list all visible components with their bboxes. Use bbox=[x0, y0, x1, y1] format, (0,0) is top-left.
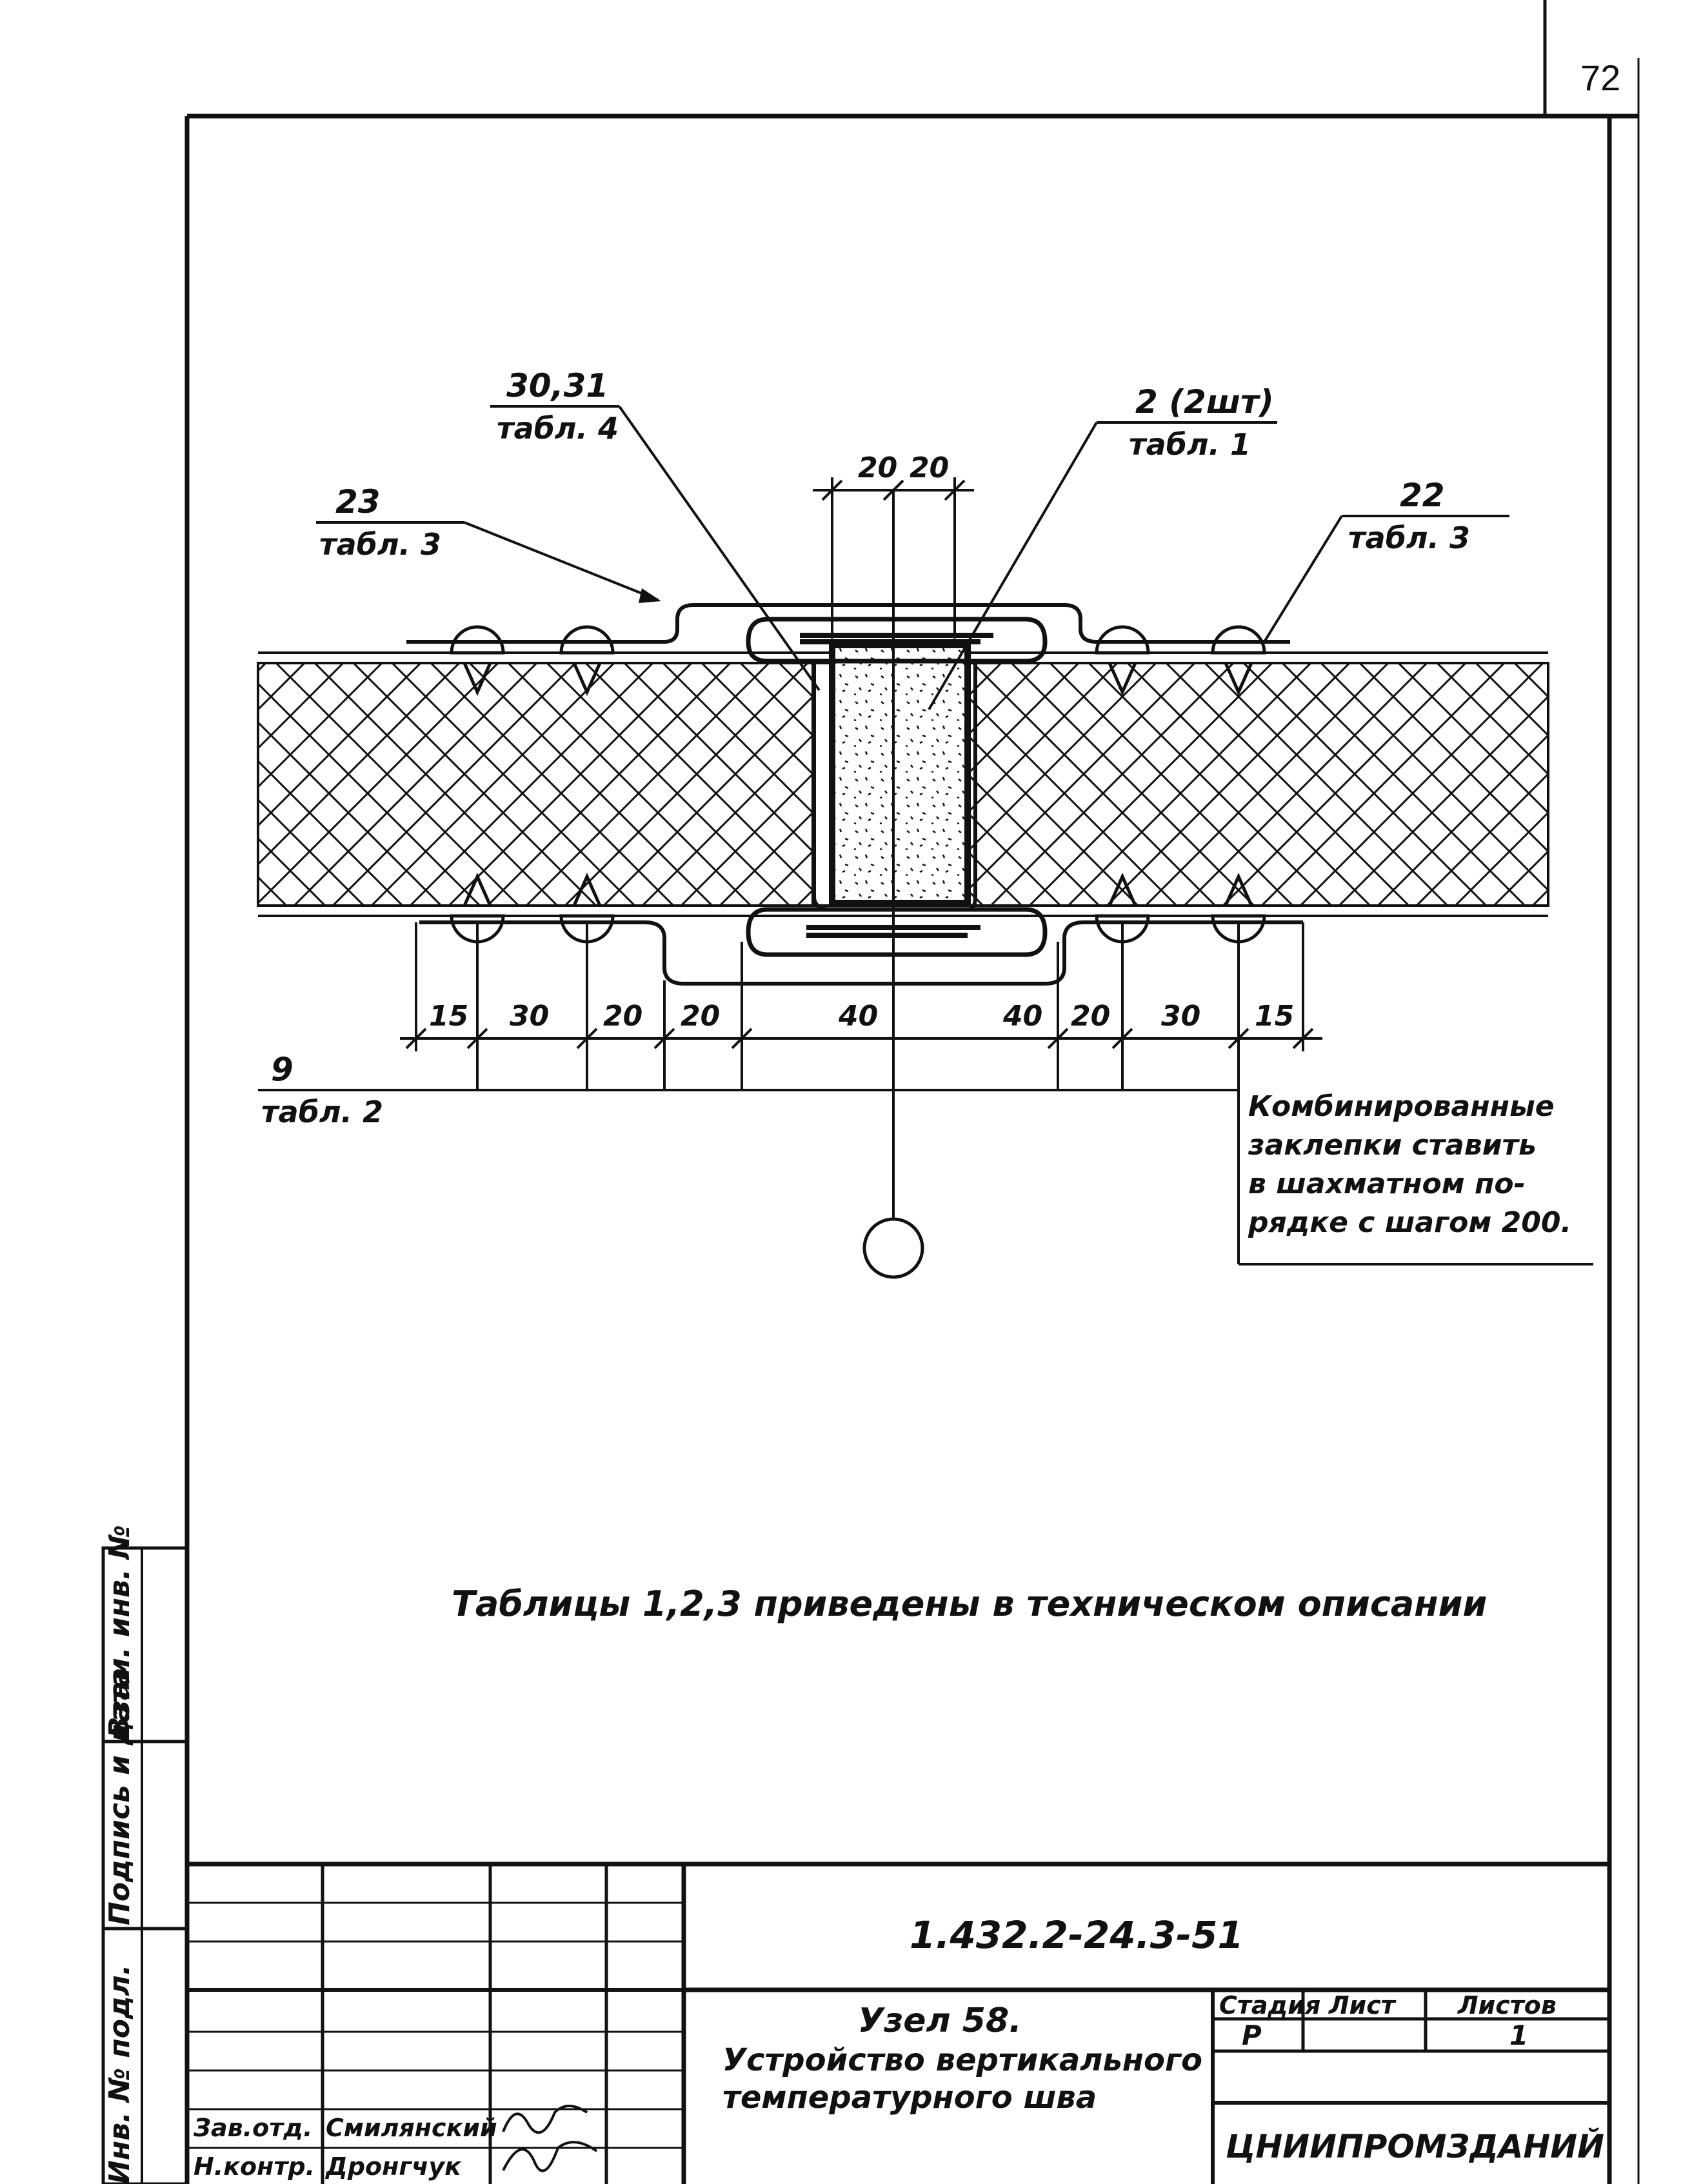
title-line-1: Узел 58. bbox=[858, 2001, 1022, 2040]
right-sandwich-panel bbox=[966, 662, 1549, 907]
callout-2: 2 (2шт) табл. 1 bbox=[928, 383, 1277, 711]
signature-scribble-1 bbox=[502, 2105, 588, 2134]
dim-bottom-7: 20 bbox=[1071, 1000, 1110, 1033]
rivets-top bbox=[450, 625, 1266, 697]
rivet-note-line-4: рядке с шагом 200. bbox=[1248, 1206, 1571, 1239]
dim-bottom-8: 30 bbox=[1161, 1000, 1200, 1033]
callout-9-top: 9 bbox=[271, 1051, 294, 1088]
callout-2-top: 2 (2шт) bbox=[1135, 383, 1274, 421]
dim-bottom-2: 30 bbox=[510, 1000, 549, 1033]
callout-23-top: 23 bbox=[335, 483, 381, 521]
rivet-note-line-2: заклепки ставить bbox=[1248, 1129, 1537, 1162]
signature-name-1: Смилянский bbox=[326, 2114, 497, 2142]
callout-30-31: 30,31 табл. 4 bbox=[490, 367, 821, 691]
sheet-header: Лист bbox=[1328, 1991, 1397, 2020]
callout-30-31-top: 30,31 bbox=[506, 367, 608, 404]
callout-22-bottom: табл. 3 bbox=[1348, 521, 1470, 555]
organization: ЦНИИПРОМЗДАНИЙ bbox=[1226, 2127, 1604, 2165]
callout-22-top: 22 bbox=[1400, 477, 1445, 514]
stage-value: Р bbox=[1242, 2020, 1262, 2051]
dim-bottom-1: 15 bbox=[429, 1000, 468, 1033]
left-sandwich-panel bbox=[257, 662, 814, 907]
top-dimension bbox=[813, 477, 974, 639]
title-line-2: Устройство вертикального bbox=[722, 2042, 1202, 2078]
bottom-flashing bbox=[419, 920, 1303, 986]
rivet-note-line-1: Комбинированные bbox=[1248, 1090, 1555, 1123]
signature-role-1: Зав.отд. bbox=[193, 2114, 312, 2142]
callout-2-bottom: табл. 1 bbox=[1129, 427, 1251, 462]
callout-23: 23 табл. 3 bbox=[316, 483, 661, 603]
side-label-signature-date: Подпись и дата bbox=[103, 1667, 136, 1925]
callout-23-bottom: табл. 3 bbox=[319, 527, 441, 562]
rivet-note: Комбинированные заклепки ставить в шахма… bbox=[1237, 1090, 1593, 1266]
dim-top-right: 20 bbox=[910, 452, 949, 484]
rivets-bottom bbox=[450, 872, 1266, 944]
joint-core-insert bbox=[829, 642, 971, 906]
sheet-frame bbox=[184, 58, 1640, 2184]
dim-bottom-9: 15 bbox=[1255, 1000, 1294, 1033]
rivet-note-line-3: в шахматном по- bbox=[1248, 1167, 1526, 1200]
signature-role-2: Н.контр. bbox=[194, 2152, 315, 2181]
axis-bubble bbox=[862, 1217, 924, 1279]
stage-header: Стадия bbox=[1219, 1991, 1320, 2020]
dim-bottom-5: 40 bbox=[838, 1000, 878, 1033]
top-flashing bbox=[406, 603, 1290, 644]
top-seal-loop bbox=[746, 617, 1048, 664]
side-label-replaced-inv: Взам. инв. № bbox=[103, 1525, 136, 1738]
tables-note: Таблицы 1,2,3 приведены в техническом оп… bbox=[452, 1583, 1487, 1624]
drawing-code: 1.432.2-24.3-51 bbox=[910, 1913, 1244, 1957]
bottom-seal-loop bbox=[746, 907, 1048, 957]
sheets-header: Листов bbox=[1457, 1991, 1557, 2020]
dim-top-left: 20 bbox=[858, 452, 897, 484]
bottom-dimension bbox=[400, 922, 1322, 1091]
dim-bottom-4: 20 bbox=[681, 1000, 720, 1033]
title-block bbox=[187, 1861, 1609, 2184]
side-label-inv-number: Инв. № подл. bbox=[103, 1965, 136, 2184]
dim-bottom-6: 40 bbox=[1002, 1000, 1042, 1033]
title-line-3: температурного шва bbox=[722, 2080, 1097, 2116]
signature-name-2: Дронгчук bbox=[325, 2152, 462, 2181]
callout-22: 22 табл. 3 bbox=[1263, 477, 1509, 643]
joint-detail-drawing bbox=[257, 477, 1549, 1279]
signature-scribble-2 bbox=[502, 2141, 598, 2172]
callout-9: 9 табл. 2 bbox=[258, 1051, 464, 1129]
dim-bottom-3: 20 bbox=[603, 1000, 642, 1033]
callout-9-bottom: табл. 2 bbox=[261, 1095, 383, 1129]
page-number: 72 bbox=[1580, 57, 1620, 98]
sheets-value: 1 bbox=[1509, 2020, 1528, 2051]
callout-30-31-bottom: табл. 4 bbox=[497, 411, 619, 446]
